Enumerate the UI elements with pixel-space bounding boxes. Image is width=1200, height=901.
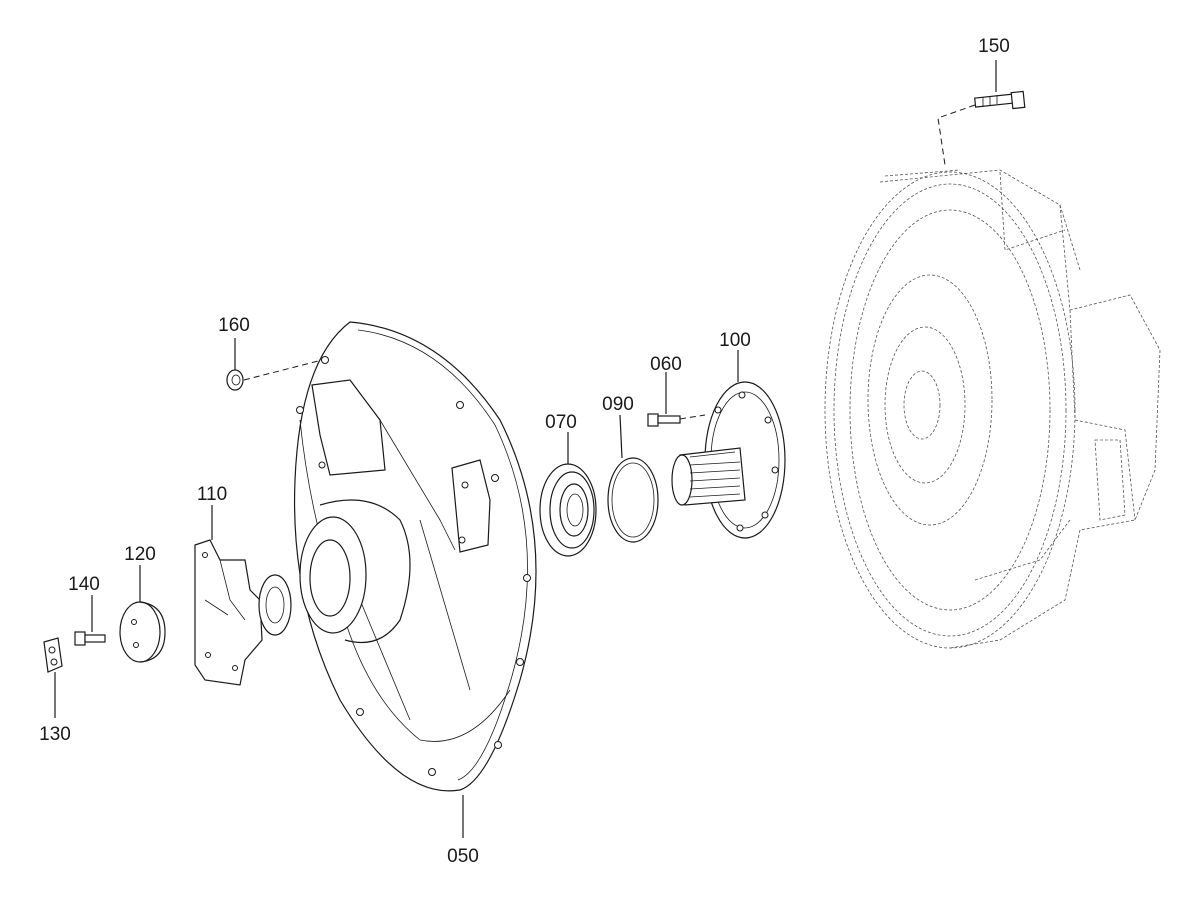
label-060: 060 [650, 354, 682, 375]
nut-160 [226, 338, 323, 391]
label-140: 140 [68, 574, 100, 595]
lockplate-130 [43, 637, 63, 718]
label-160: 160 [218, 315, 250, 336]
label-100: 100 [719, 330, 751, 351]
label-120: 120 [124, 544, 156, 565]
bearing-070 [539, 432, 597, 557]
bolt-060 [647, 372, 706, 427]
bolt-140 [74, 595, 106, 646]
disc-120 [119, 565, 166, 663]
snap-ring-090 [607, 414, 659, 543]
label-130: 130 [39, 724, 71, 745]
label-150: 150 [978, 36, 1010, 57]
callout-labels: 050 060 070 090 100 110 120 130 140 150 … [39, 36, 1010, 867]
output-shaft-100 [671, 350, 786, 539]
label-090: 090 [602, 394, 634, 415]
housing [824, 169, 1161, 649]
cover-plate-050 [293, 321, 537, 838]
label-070: 070 [545, 412, 577, 433]
yoke-flange-110 [194, 505, 292, 686]
label-050: 050 [447, 846, 479, 867]
bolt-150 [937, 60, 1026, 166]
label-110: 110 [197, 484, 227, 505]
